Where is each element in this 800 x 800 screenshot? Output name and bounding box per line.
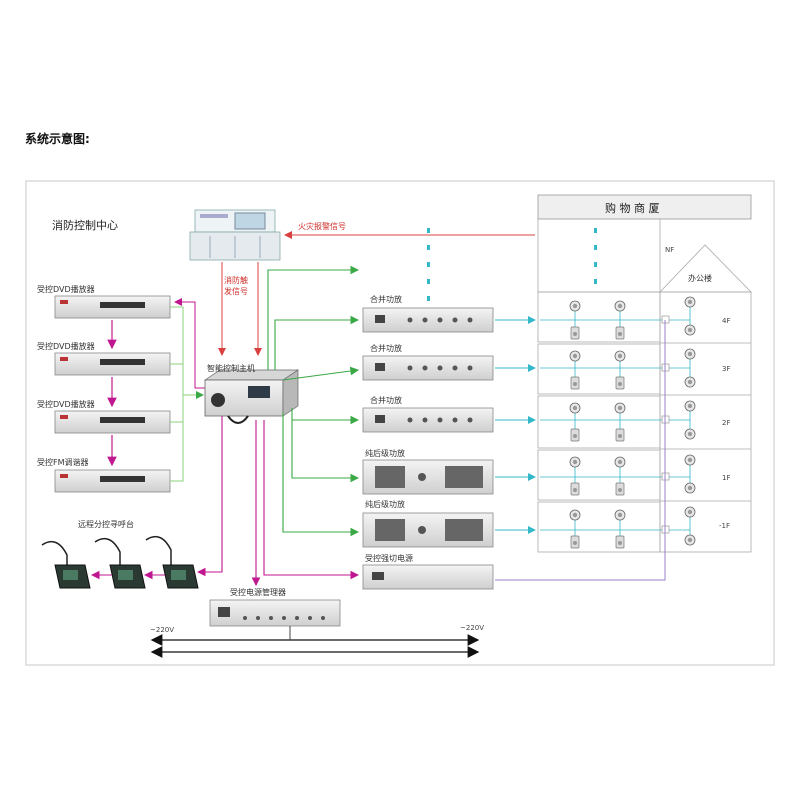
source-label-1: 受控DVD播放器 [37, 284, 95, 294]
office-floor-lines [660, 342, 751, 502]
host-label: 智能控制主机 [207, 363, 255, 373]
fire-control-console [189, 209, 281, 261]
floor-4f-label: 4F [722, 317, 730, 325]
amp-to-floor-lines [495, 316, 536, 534]
switch-power-label: 受控强切电源 [365, 553, 413, 563]
trigger-signal-label-1: 消防触 [224, 275, 248, 285]
source-device-4 [54, 469, 171, 493]
source-device-2 [54, 352, 171, 376]
amp-label-4: 纯后级功放 [365, 448, 405, 458]
alarm-signal-label: 火灾报警信号 [298, 221, 346, 231]
amplifier-1 [362, 307, 494, 333]
mall-label: 购 物 商 厦 [605, 201, 660, 215]
amplifier-3 [362, 407, 494, 433]
host-control-lines [174, 298, 205, 389]
mall-floors [537, 291, 661, 553]
office-label: 办公楼 [688, 273, 712, 283]
power-manager-label: 受控电源管理器 [230, 587, 286, 597]
source-label-3: 受控DVD播放器 [37, 399, 95, 409]
mall-header [537, 194, 752, 220]
amp-label-3: 合并功放 [370, 395, 402, 405]
office-building [659, 291, 752, 553]
floor-b1-label: -1F [719, 522, 730, 530]
source-device-1 [54, 295, 171, 319]
continuation-dots [427, 228, 597, 301]
amp-label-1: 合并功放 [370, 294, 402, 304]
paging-label: 远程分控寻呼台 [78, 519, 134, 529]
amp-label-2: 合并功放 [370, 343, 402, 353]
host-magenta-lines [196, 416, 360, 587]
floor-nf-zone [537, 218, 661, 293]
floor-2f-label: 2F [722, 419, 730, 427]
floor-speakers [540, 296, 696, 549]
amplifier-4 [362, 459, 494, 495]
source-label-2: 受控DVD播放器 [37, 341, 95, 351]
host-to-amp-lines [267, 265, 360, 537]
source-device-3 [54, 410, 171, 434]
floor-nf-label: NF [665, 246, 674, 254]
floor-1f-label: 1F [722, 474, 730, 482]
power-bus [150, 626, 480, 658]
voltage-right-label: ~220V [460, 624, 484, 632]
power-manager-device [209, 599, 341, 627]
switch-power-device [362, 564, 494, 590]
switch-power-line [495, 320, 666, 581]
trigger-signal-label-2: 发信号 [224, 286, 248, 296]
amplifier-5 [362, 512, 494, 548]
source-label-4: 受控FM调谐器 [37, 457, 89, 467]
source-bus [170, 306, 204, 482]
amplifier-2 [362, 355, 494, 381]
page-title: 系统示意图: [25, 132, 90, 146]
paging-station-2 [94, 537, 146, 589]
diagram-frame [25, 180, 775, 666]
paging-station-3 [145, 535, 199, 589]
paging-station-1 [41, 540, 91, 589]
smart-control-host [203, 369, 300, 424]
floor-3f-label: 3F [722, 365, 730, 373]
fire-center-label: 消防控制中心 [52, 218, 118, 232]
voltage-left-label: ~220V [150, 626, 174, 634]
amp-label-5: 纯后级功放 [365, 499, 405, 509]
